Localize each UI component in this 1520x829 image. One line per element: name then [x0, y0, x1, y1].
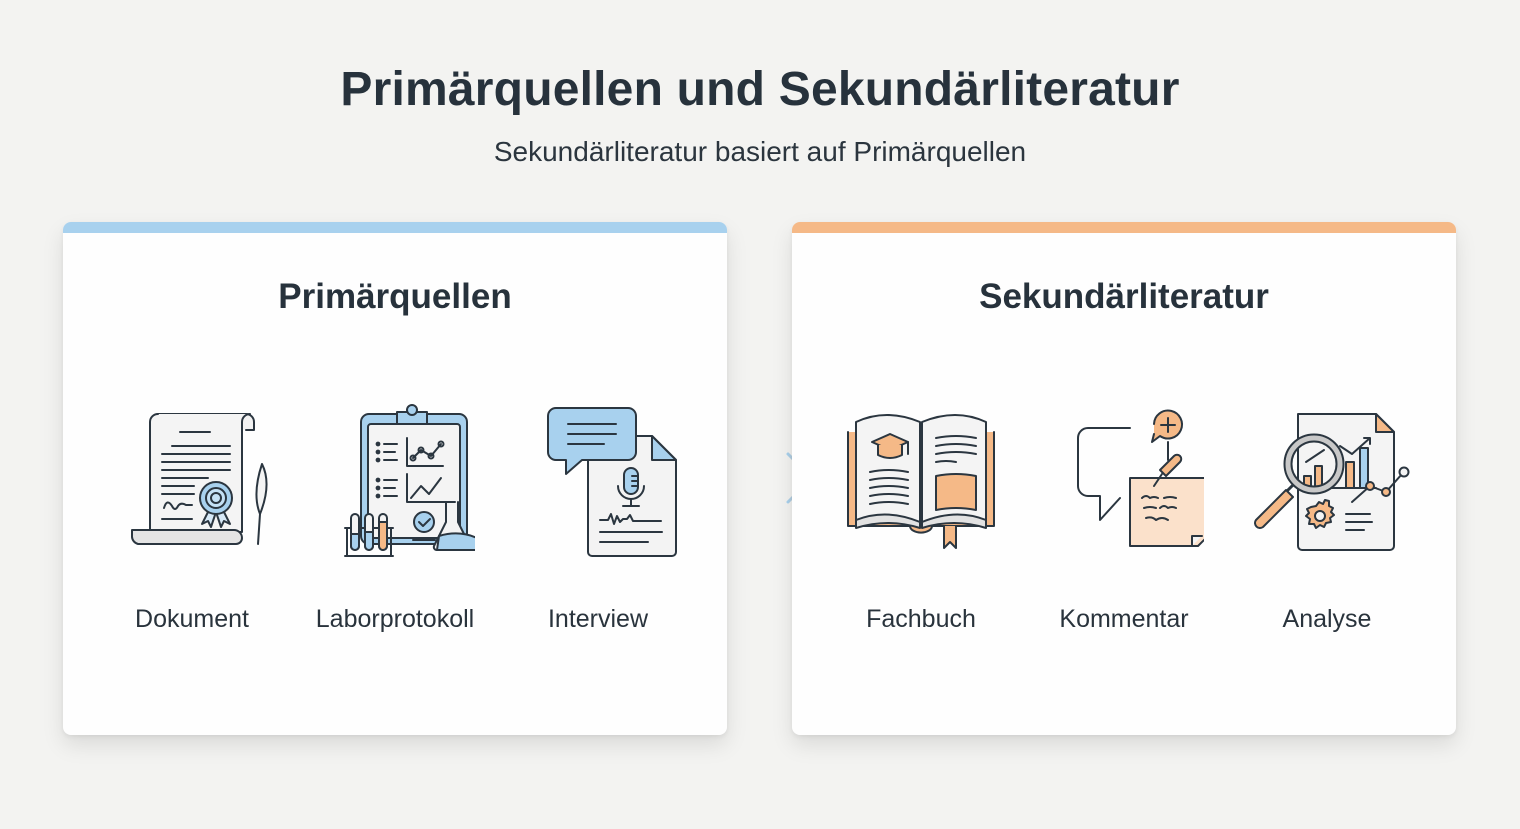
interview-transcript-icon [547, 407, 677, 557]
analysis-chart-icon [1254, 413, 1410, 551]
primary-sources-card: Primärquellen [63, 222, 727, 735]
card-title: Primärquellen [278, 277, 512, 316]
item-interview: Interview [498, 402, 698, 633]
item-label: Dokument [135, 605, 249, 633]
card-title: Sekundärliteratur [979, 277, 1269, 316]
item-kommentar: Kommentar [1024, 402, 1224, 633]
item-dokument: Dokument [92, 402, 292, 633]
item-analyse: Analyse [1227, 402, 1427, 633]
item-fachbuch: Fachbuch [821, 402, 1021, 633]
clipboard-lab-icon [344, 404, 475, 557]
scroll-document-with-seal-icon [131, 413, 268, 545]
item-laborprotokoll: Laborprotokoll [295, 402, 495, 633]
item-label: Fachbuch [866, 605, 976, 633]
page-title: Primärquellen und Sekundärliteratur [340, 63, 1180, 116]
item-label: Analyse [1282, 605, 1372, 633]
item-label: Interview [547, 605, 649, 633]
item-label: Kommentar [1059, 605, 1189, 633]
secondary-literature-card: Sekundärliteratur [792, 222, 1456, 735]
item-label: Laborprotokoll [315, 605, 475, 633]
card-accent-bar [63, 222, 727, 233]
comment-note-icon [1077, 409, 1204, 547]
page-subtitle: Sekundärliteratur basiert auf Primärquel… [493, 136, 1027, 167]
open-book-icon [847, 414, 995, 549]
card-accent-bar [792, 222, 1456, 233]
